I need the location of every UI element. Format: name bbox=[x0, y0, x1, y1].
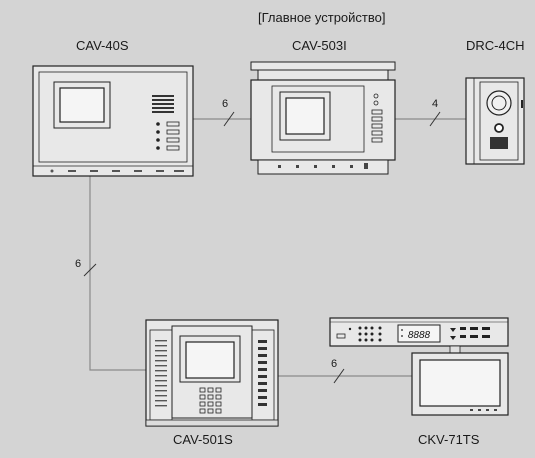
ckv71ts-display-readout: 8888 bbox=[408, 330, 431, 341]
device-ckv71ts: 8888 bbox=[330, 318, 508, 415]
device-drc4ch bbox=[466, 78, 524, 164]
device-cav503i bbox=[251, 62, 395, 174]
device-cav501s bbox=[146, 320, 278, 426]
device-cav40s bbox=[33, 66, 193, 176]
wire-cav40s-cav501s bbox=[90, 176, 150, 370]
